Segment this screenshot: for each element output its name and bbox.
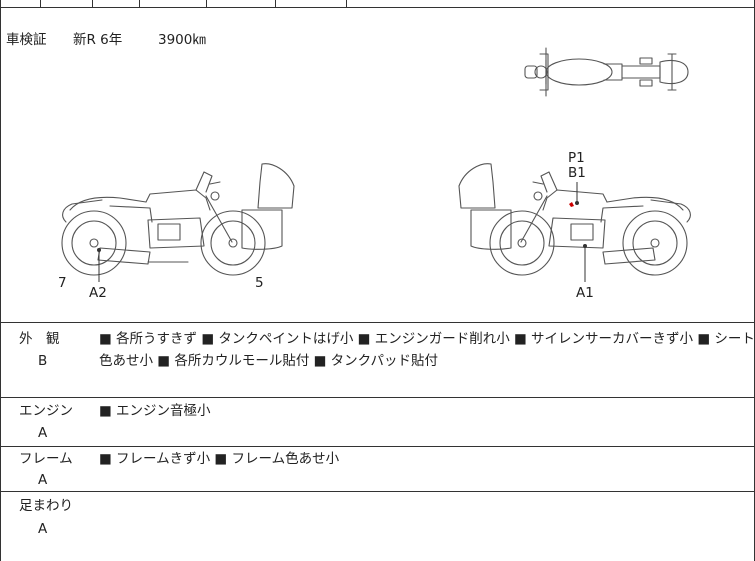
motorcycle-top-view xyxy=(524,47,689,97)
marker-dot-b1 xyxy=(575,201,579,205)
marker-label-5: 5 xyxy=(255,275,264,291)
left-border xyxy=(0,0,1,561)
top-cell-divider xyxy=(139,0,140,7)
top-cell-divider xyxy=(206,0,207,7)
section-divider xyxy=(0,322,755,323)
section-notes-line1: ■ フレームきず小 ■ フレーム色あせ小 xyxy=(99,451,340,467)
marker-label-a1: A1 xyxy=(576,285,594,301)
marker-label-p1: P1 xyxy=(568,150,585,166)
section-grade: A xyxy=(38,521,48,537)
section-label: 足まわり xyxy=(19,498,73,514)
section-divider xyxy=(0,446,755,447)
section-grade: B xyxy=(38,353,48,369)
section-label: フレーム xyxy=(19,451,73,467)
top-cell-divider xyxy=(346,0,347,7)
mileage-value: 3900㎞ xyxy=(158,32,206,48)
section-notes-line1: ■ 各所うすきず ■ タンクペイントはげ小 ■ エンジンガード削れ小 ■ サイレ… xyxy=(99,331,755,347)
top-cell-divider xyxy=(40,0,41,7)
marker-label-a2: A2 xyxy=(89,285,107,301)
section-grade: A xyxy=(38,472,48,488)
registration-label: 車検証 xyxy=(6,32,47,48)
paint-damage-mark xyxy=(569,202,574,207)
section-divider xyxy=(0,397,755,398)
damage-diagram: 7 A2 5 P1 B1 A1 xyxy=(58,47,691,301)
section-notes-line1: ■ エンジン音極小 xyxy=(99,403,211,419)
section-grade: A xyxy=(38,425,48,441)
marker-label-7: 7 xyxy=(58,275,67,291)
registration-value: 新R 6年 xyxy=(73,32,123,48)
top-cell-divider xyxy=(92,0,93,7)
motorcycle-right-view xyxy=(458,163,691,276)
section-label: エンジン xyxy=(19,403,73,419)
marker-label-b1: B1 xyxy=(568,165,586,181)
motorcycle-left-view xyxy=(61,163,295,276)
section-divider xyxy=(0,491,755,492)
section-notes-line2: 色あせ小 ■ 各所カウルモール貼付 ■ タンクパッド貼付 xyxy=(99,353,438,369)
top-cell-divider xyxy=(275,0,276,7)
section-label: 外 観 xyxy=(19,331,60,347)
top-border xyxy=(0,7,755,8)
